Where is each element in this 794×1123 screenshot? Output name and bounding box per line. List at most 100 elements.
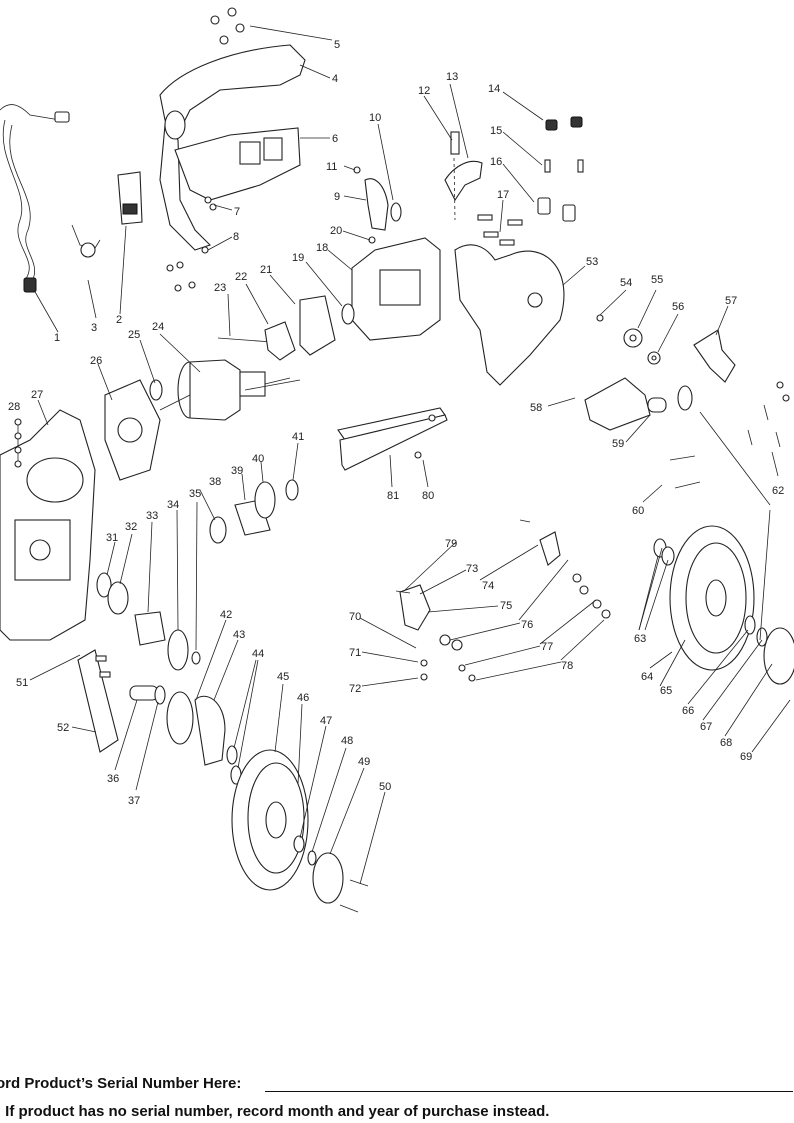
front-pulley-part [231, 749, 369, 913]
part-number-52: 52 [57, 722, 69, 734]
blade-guide-part [444, 131, 483, 221]
part-number-73: 73 [466, 563, 478, 575]
part-number-28: 28 [8, 401, 20, 413]
part-number-36: 36 [107, 773, 119, 785]
part-number-64: 64 [641, 671, 653, 683]
part-number-42: 42 [220, 609, 232, 621]
part-number-74: 74 [482, 580, 494, 592]
part-number-27: 27 [31, 389, 43, 401]
part-number-6: 6 [332, 133, 338, 145]
part-number-37: 37 [128, 795, 140, 807]
part-number-43: 43 [233, 629, 245, 641]
part-number-65: 65 [660, 685, 672, 697]
part-number-75: 75 [500, 600, 512, 612]
part-number-33: 33 [146, 510, 158, 522]
part-number-12: 12 [418, 85, 430, 97]
part-number-40: 40 [252, 453, 264, 465]
part-number-46: 46 [297, 692, 309, 704]
part-number-77: 77 [541, 641, 553, 653]
part-number-55: 55 [651, 274, 663, 286]
gear-assembly-part [96, 479, 299, 785]
part-number-80: 80 [422, 490, 434, 502]
part-number-44: 44 [252, 648, 264, 660]
armature-part [159, 295, 336, 421]
part-number-3: 3 [91, 322, 97, 334]
switch-part [117, 171, 143, 225]
part-number-70: 70 [349, 611, 361, 623]
part-number-54: 54 [620, 277, 632, 289]
part-number-59: 59 [612, 438, 624, 450]
motor-housing-part [0, 409, 96, 641]
part-number-72: 72 [349, 683, 361, 695]
part-number-68: 68 [720, 737, 732, 749]
part-number-69: 69 [740, 751, 752, 763]
part-number-78: 78 [561, 660, 573, 672]
part-number-2: 2 [116, 314, 122, 326]
part-number-58: 58 [530, 402, 542, 414]
part-number-15: 15 [490, 125, 502, 137]
part-number-7: 7 [234, 206, 240, 218]
rear-guide-parts [584, 314, 790, 489]
part-number-35: 35 [189, 488, 201, 500]
guide-rail-part [337, 407, 448, 471]
part-number-51: 51 [16, 677, 28, 689]
part-number-9: 9 [334, 191, 340, 203]
gear-housing-part [341, 236, 441, 341]
serial-number-note: : If product has no serial number, recor… [0, 1103, 550, 1120]
part-number-57: 57 [725, 295, 737, 307]
part-number-49: 49 [358, 756, 370, 768]
part-number-10: 10 [369, 112, 381, 124]
part-number-34: 34 [167, 499, 179, 511]
part-number-60: 60 [632, 505, 644, 517]
part-number-47: 47 [320, 715, 332, 727]
part-number-16: 16 [490, 156, 502, 168]
leader-lines [29, 25, 791, 885]
part-number-labels: 1 2 3 4 5 6 7 8 9 10 11 12 13 14 15 16 1… [8, 39, 784, 807]
part-number-67: 67 [700, 721, 712, 733]
part-number-63: 63 [634, 633, 646, 645]
part-number-8: 8 [233, 231, 239, 243]
part-number-81: 81 [387, 490, 399, 502]
part-number-17: 17 [497, 189, 509, 201]
part-number-53: 53 [586, 256, 598, 268]
part-number-39: 39 [231, 465, 243, 477]
part-number-71: 71 [349, 647, 361, 659]
part-number-45: 45 [277, 671, 289, 683]
guide-bracket-part [395, 519, 611, 682]
part-number-56: 56 [672, 301, 684, 313]
part-number-41: 41 [292, 431, 304, 443]
rear-frame-part [454, 244, 565, 386]
serial-number-label: ord Product’s Serial Number Here: [0, 1075, 242, 1092]
part-number-14: 14 [488, 83, 500, 95]
rear-pulley-part [653, 525, 794, 685]
part-number-23: 23 [214, 282, 226, 294]
part-number-25: 25 [128, 329, 140, 341]
part-number-24: 24 [152, 321, 164, 333]
part-number-19: 19 [292, 252, 304, 264]
knob-parts [477, 116, 584, 246]
part-number-48: 48 [341, 735, 353, 747]
part-number-1: 1 [54, 332, 60, 344]
part-number-62: 62 [772, 485, 784, 497]
part-number-31: 31 [106, 532, 118, 544]
part-number-50: 50 [379, 781, 391, 793]
part-number-32: 32 [125, 521, 137, 533]
part-number-38: 38 [209, 476, 221, 488]
serial-number-entry-line[interactable] [265, 1091, 793, 1092]
part-number-21: 21 [260, 264, 272, 276]
screws-part [166, 7, 245, 292]
part-number-20: 20 [330, 225, 342, 237]
part-number-22: 22 [235, 271, 247, 283]
part-number-5: 5 [334, 39, 340, 51]
part-number-76: 76 [521, 619, 533, 631]
part-number-13: 13 [446, 71, 458, 83]
cord-clamp-part [71, 224, 101, 258]
part-number-18: 18 [316, 242, 328, 254]
trigger-part [353, 166, 402, 231]
part-number-79: 79 [445, 538, 457, 550]
power-cord-part [0, 104, 70, 293]
part-number-11: 11 [326, 161, 337, 173]
part-number-66: 66 [682, 705, 694, 717]
bearing-plate-part [104, 379, 163, 481]
